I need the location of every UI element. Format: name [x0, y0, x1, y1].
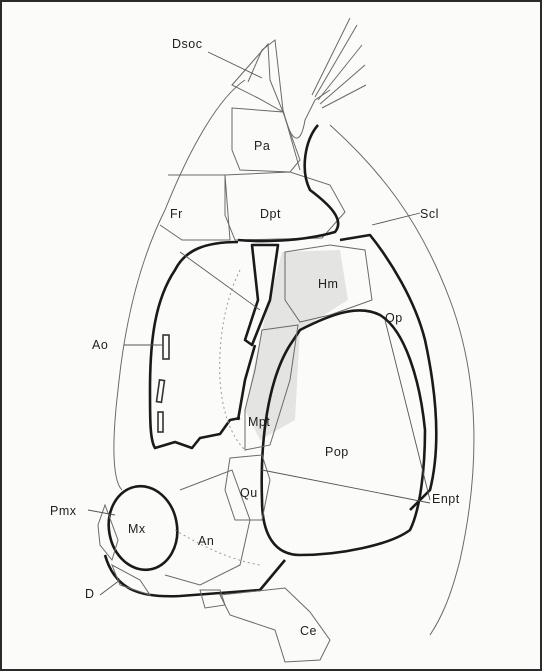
label-enpt: Enpt: [432, 492, 460, 506]
label-hm: Hm: [318, 277, 338, 291]
label-an: An: [198, 534, 214, 548]
ao-bone: [163, 335, 169, 359]
label-qu: Qu: [240, 486, 258, 500]
label-scl: Scl: [420, 207, 439, 221]
label-ao: Ao: [92, 338, 108, 352]
dorsal-spines: [312, 18, 366, 108]
ao-piece-3: [158, 412, 163, 432]
label-mx: Mx: [128, 522, 146, 536]
dsoc-bone: [232, 44, 283, 112]
outer-right-outline: [330, 125, 474, 635]
label-dpt: Dpt: [260, 207, 281, 221]
label-d: D: [85, 587, 95, 601]
label-op: Op: [385, 311, 403, 325]
label-pop: Pop: [325, 445, 349, 459]
ao-piece-2: [156, 380, 164, 402]
leader-lines: [88, 52, 430, 595]
dotted-structure-2: [175, 530, 260, 565]
label-fr: Fr: [170, 207, 183, 221]
label-pmx: Pmx: [50, 504, 77, 518]
label-pa: Pa: [254, 139, 270, 153]
label-mpt: Mpt: [248, 415, 270, 429]
label-dsoc: Dsoc: [172, 37, 202, 51]
label-ce: Ce: [300, 624, 317, 638]
dotted-structure: [220, 270, 245, 450]
